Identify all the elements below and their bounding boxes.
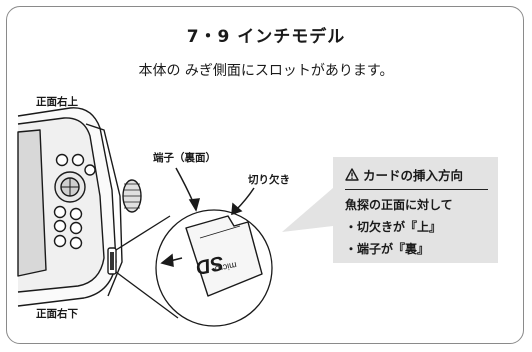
callout-pointer <box>282 188 333 232</box>
callout-heading: カードの挿入方向 <box>345 165 488 190</box>
device-illustration <box>17 107 142 307</box>
label-front-bottom-right: 正面右下 <box>36 308 78 320</box>
callout-line-2: ・切欠きが『上』 <box>345 220 442 234</box>
insertion-direction-box: カードの挿入方向 魚探の正面に対して ・切欠きが『上』 ・端子が『裏』 <box>333 157 498 263</box>
pointer-arrows <box>160 167 255 268</box>
label-notch: 切り欠き <box>248 174 290 186</box>
label-front-top-right: 正面右上 <box>36 96 78 108</box>
callout-heading-text: カードの挿入方向 <box>363 168 464 183</box>
sd-micro-text: micro <box>214 260 238 274</box>
label-terminal-back: 端子（裏面） <box>153 152 216 164</box>
callout-line-3: ・端子が『裏』 <box>345 242 430 256</box>
page-subtitle: 本体の みぎ側面にスロットがあります。 <box>138 63 394 79</box>
micro-sd-card <box>185 215 263 297</box>
callout-line-1: 魚探の正面に対して <box>345 198 453 212</box>
page-title: 7・9 インチモデル <box>186 27 346 47</box>
warning-triangle-icon <box>345 168 359 181</box>
